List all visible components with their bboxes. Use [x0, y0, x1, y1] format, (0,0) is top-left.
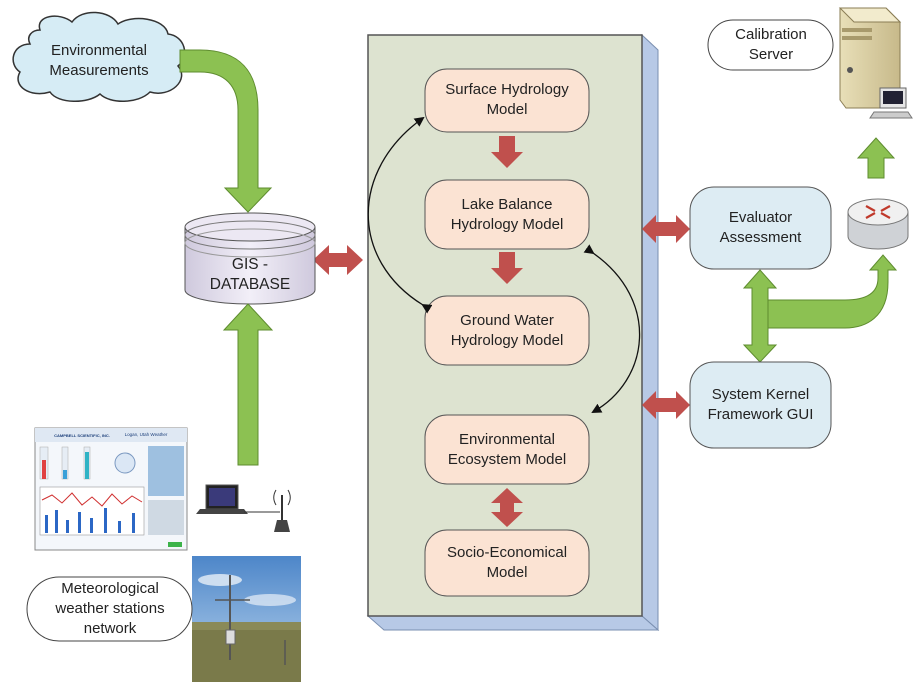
weather-software-brand: CAMPBELL SCIENTIFIC, INC.: [54, 432, 110, 438]
evaluator-assessment-box: [689, 186, 832, 270]
antenna-icon: [273, 489, 291, 532]
environmental-ecosystem-box: [424, 414, 590, 485]
feedback-arrow-right: [583, 244, 641, 413]
red-down-arrow: [491, 136, 523, 168]
surface-hydrology-box: [424, 68, 590, 133]
green-arrow-stations: [222, 303, 274, 466]
meteorological-network-label: Meteorological weather stations network: [55, 580, 165, 637]
red-double-arrow-evaluator: [642, 215, 690, 243]
calibration-server-oval: [707, 19, 834, 71]
green-arrow-kernel-router: [742, 254, 898, 363]
weather-software-title: Logan, Utah Weather: [124, 432, 168, 437]
ground-water-label: Ground Water Hydrology Model: [450, 312, 564, 349]
weather-station-photo: [192, 556, 301, 682]
system-kernel-box: [689, 361, 832, 449]
red-double-arrow-gis: [313, 245, 363, 275]
surface-hydrology-label: Surface Hydrology Model: [445, 81, 569, 118]
gis-database-label: GIS - DATABASE: [209, 256, 291, 293]
cloud-icon: [12, 11, 186, 102]
environmental-measurements-label: Environmental Measurements: [49, 42, 149, 79]
red-double-arrow-kernel: [642, 391, 690, 419]
green-arrow-measurements: [179, 49, 273, 213]
feedback-arrow-left: [367, 116, 433, 314]
meteorological-network-oval: [26, 576, 193, 642]
socio-economical-label: Socio-Economical Model: [446, 544, 568, 581]
lake-balance-label: Lake Balance Hydrology Model: [450, 196, 564, 233]
red-double-arrow-vertical: [491, 488, 523, 527]
weather-software-screenshot: [34, 427, 188, 551]
system-kernel-label: System Kernel Framework GUI: [707, 386, 814, 423]
evaluator-assessment-label: Evaluator Assessment: [719, 209, 802, 246]
socio-economical-box: [424, 529, 590, 597]
router-icon: [847, 198, 909, 250]
green-arrow-to-server: [856, 137, 896, 179]
calibration-server-label: Calibration Server: [735, 26, 807, 63]
database-icon: [184, 212, 316, 305]
laptop-icon: [196, 484, 248, 514]
environmental-ecosystem-label: Environmental Ecosystem Model: [447, 431, 567, 468]
red-down-arrow: [491, 252, 523, 284]
server-icon: [838, 7, 913, 119]
